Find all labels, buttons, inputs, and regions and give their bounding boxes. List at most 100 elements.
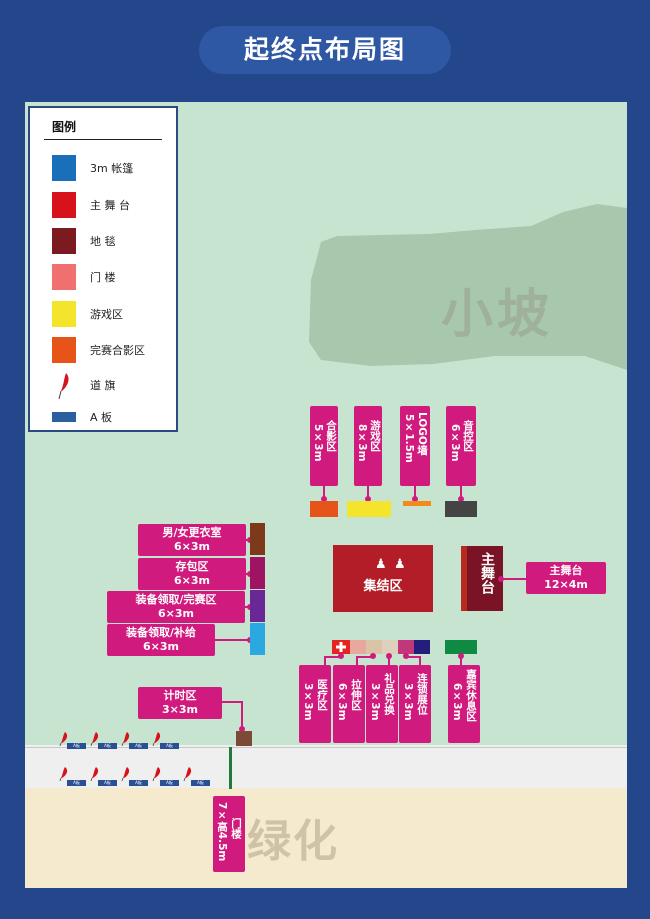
logo-wall-block — [403, 501, 431, 506]
connector-dot — [370, 653, 376, 659]
connector-dot — [498, 576, 504, 582]
gear-finish-block — [250, 590, 265, 606]
gate-pole — [229, 747, 232, 789]
green-label: 绿化 — [247, 816, 339, 867]
a-board-swatch — [52, 412, 76, 422]
a-board: A板 — [160, 780, 179, 786]
green-area — [25, 788, 627, 888]
booth-logo-wall: LOGO墙 5×1.5m — [400, 406, 430, 486]
connector — [222, 701, 243, 703]
gift-tent — [382, 640, 398, 654]
box-size: 3×3m — [162, 703, 198, 716]
vip-tent — [445, 640, 461, 654]
booth-name: 拉伸区 — [350, 679, 362, 711]
box-baggage: 存包区 6×3m — [138, 558, 246, 590]
legend-label: 完赛合影区 — [90, 344, 145, 357]
connector-dot — [321, 496, 327, 502]
box-gear-supply: 装备领取/补给 6×3m — [107, 624, 215, 656]
main-stage-swatch — [52, 192, 76, 218]
connector — [419, 656, 421, 666]
connector-dot — [239, 726, 245, 732]
box-size: 6×3m — [158, 607, 194, 620]
title-pill — [199, 26, 451, 74]
connector-dot — [458, 496, 464, 502]
connector — [241, 701, 243, 729]
booth-game-zone: 游戏区 8×3m — [354, 406, 382, 486]
box-size: 6×3m — [174, 574, 210, 587]
box-gate: 门楼 7×高4.5m — [213, 796, 245, 872]
box-timing: 计时区 3×3m — [138, 687, 222, 719]
box-name: 装备领取/完赛区 — [135, 593, 217, 606]
box-name: 主舞台 — [549, 564, 583, 577]
connector-dot — [403, 653, 409, 659]
flag-icon — [59, 732, 68, 746]
legend-label: 地 毯 — [90, 235, 116, 248]
person-icon: ♟ — [394, 557, 406, 572]
a-board: A板 — [98, 780, 117, 786]
booth-name: 合影区 — [325, 420, 337, 452]
legend-item-gate: 门 楼 — [30, 264, 180, 292]
booth-name: 医疗区 — [316, 679, 328, 711]
baggage-block — [250, 557, 265, 573]
box-size: 12×4m — [544, 578, 588, 591]
connector-dot — [338, 653, 344, 659]
booth-size: 5×1.5m — [403, 414, 415, 463]
booth-gift-exchange: 礼品兑换 3×3m — [366, 665, 398, 743]
gate-swatch — [52, 264, 76, 290]
box-name: 存包区 — [175, 560, 209, 573]
connector — [356, 656, 372, 658]
gear-supply-block — [250, 623, 265, 639]
a-board: A板 — [191, 780, 210, 786]
legend-label: 道 旗 — [90, 379, 116, 392]
stretch-tent — [350, 640, 366, 654]
booth-size: 3×3m — [369, 683, 381, 721]
booth-stretch: 拉伸区 6×3m — [333, 665, 365, 743]
page-title: 起终点布局图 — [243, 35, 406, 64]
legend-title: 图例 — [52, 120, 77, 134]
road-edge — [25, 747, 627, 748]
road — [25, 745, 627, 788]
hill-shape — [309, 204, 627, 370]
booth-name: LOGO墙 — [416, 412, 428, 456]
connector-dot — [412, 496, 418, 502]
booth-medical: 医疗区 3×3m — [299, 665, 331, 743]
assembly-label: 集结区 — [363, 579, 403, 594]
flag-icon — [183, 767, 192, 781]
stretch-tent — [366, 640, 382, 654]
booth-size: 6×3m — [336, 683, 348, 721]
box-size: 6×3m — [174, 540, 210, 553]
photo-zone-swatch — [52, 337, 76, 363]
legend-label: 3m 帐篷 — [90, 162, 134, 175]
box-name: 计时区 — [163, 689, 197, 702]
connector — [324, 656, 326, 666]
legend-item-game-zone: 游戏区 — [30, 301, 180, 329]
main-stage — [467, 546, 503, 611]
booth-name: 连锁展位 — [416, 673, 428, 715]
legend-item-carpet: 地 毯 — [30, 228, 180, 256]
flag-icon — [152, 767, 161, 781]
connector — [324, 656, 340, 658]
site-map: 小坡 绿化 图例 3m 帐篷 主 舞 台 地 毯 门 楼 — [25, 102, 627, 888]
box-name: 男/女更衣室 — [162, 526, 222, 539]
gear-supply-block — [250, 639, 265, 655]
carpet-swatch — [52, 228, 76, 254]
gate-size: 7×高4.5m — [216, 802, 228, 862]
box-gear-finish: 装备领取/完赛区 6×3m — [107, 591, 245, 623]
flag-icon — [90, 732, 99, 746]
booth-name: 礼品兑换 — [383, 673, 395, 715]
connector — [356, 656, 358, 666]
legend-label: 门 楼 — [90, 271, 116, 284]
booth-size: 3×3m — [302, 683, 314, 721]
flag-icon — [121, 732, 130, 746]
flag-icon — [152, 732, 161, 746]
booth-sound-control: 音控区 6×3m — [446, 406, 476, 486]
vip-tent — [461, 640, 477, 654]
person-icon: ♟ — [375, 557, 387, 572]
legend-label: 游戏区 — [90, 308, 123, 321]
connector — [460, 486, 462, 500]
booth-size: 6×3m — [451, 683, 463, 721]
booth-vip-lounge: 嘉宾休息区 6×3m — [448, 665, 480, 743]
game-zone-block — [347, 501, 391, 517]
timing-block — [236, 731, 252, 746]
gate-name: 门楼 — [230, 818, 242, 839]
